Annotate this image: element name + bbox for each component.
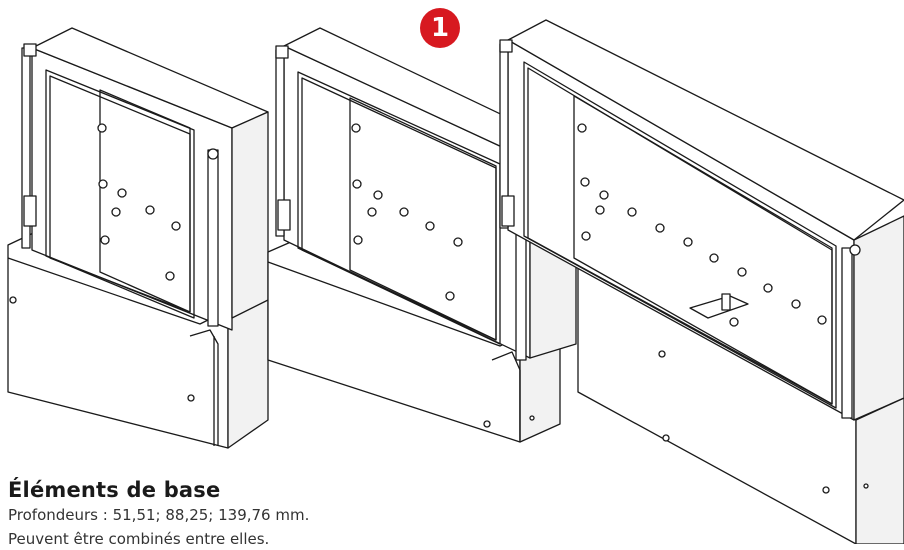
step-number-badge: 1 <box>420 8 460 48</box>
caption-block: Éléments de base Profondeurs : 51,51; 88… <box>8 478 528 550</box>
caption-title: Éléments de base <box>8 478 221 502</box>
enclosure-large <box>499 19 904 544</box>
caption-line-depths: Profondeurs : 51,51; 88,25; 139,76 mm. <box>8 506 310 524</box>
enclosure-small <box>7 27 269 449</box>
caption-line-combinable: Peuvent être combinés entre elles. <box>8 530 270 548</box>
